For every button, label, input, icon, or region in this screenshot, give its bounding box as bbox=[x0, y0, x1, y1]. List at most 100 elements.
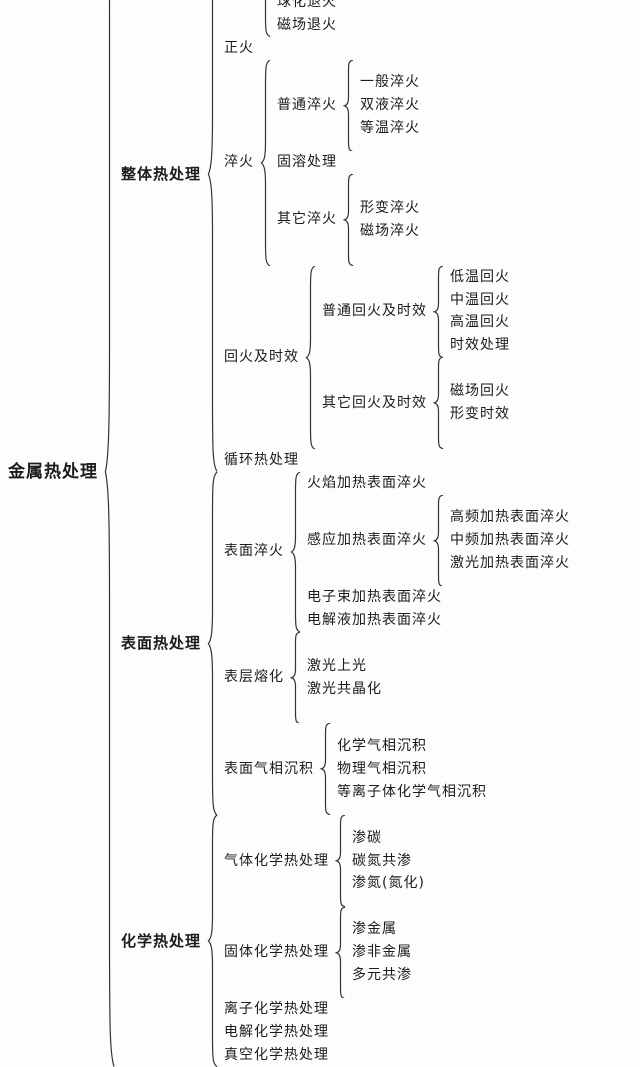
tree-node: 磁场回火 bbox=[444, 380, 516, 403]
tree-node: 表面热处理表面淬火火焰加热表面淬火感应加热表面淬火高频加热表面淬火中频加热表面淬… bbox=[115, 472, 576, 815]
node-label: 其它回火及时效 bbox=[322, 394, 428, 411]
node-label: 化学气相沉积 bbox=[337, 738, 428, 755]
node-label: 金属热处理 bbox=[8, 461, 98, 482]
node-label: 激光共晶化 bbox=[307, 680, 383, 697]
node-children: 高频加热表面淬火中频加热表面淬火激光加热表面淬火 bbox=[444, 506, 576, 574]
node-children: 火焰加热表面淬火感应加热表面淬火高频加热表面淬火中频加热表面淬火激光加热表面淬火… bbox=[301, 472, 576, 632]
tree-node: 渗碳 bbox=[346, 827, 431, 850]
node-label: 高频加热表面淬火 bbox=[450, 509, 571, 526]
tree-node: 退火再结晶退火扩散退火去应力退火石墨化退火完全退火球化退火磁场退火 bbox=[218, 0, 516, 37]
node-children: 整体热处理退火再结晶退火扩散退火去应力退火石墨化退火完全退火球化退火磁场退火正火… bbox=[115, 0, 576, 1067]
node-label: 一般淬火 bbox=[360, 74, 421, 91]
tree-node: 形变淬火 bbox=[354, 197, 426, 220]
tree-node: 双液淬火 bbox=[354, 94, 426, 117]
node-label: 真空化学热处理 bbox=[224, 1047, 330, 1064]
node-label: 物理气相沉积 bbox=[337, 760, 428, 777]
tree-node: 渗金属 bbox=[346, 918, 418, 941]
brace-icon bbox=[433, 495, 444, 587]
brace-icon bbox=[290, 472, 301, 632]
node-label: 激光上光 bbox=[307, 657, 368, 674]
node-label: 多元共渗 bbox=[352, 967, 413, 983]
node-label: 循环热处理 bbox=[224, 451, 300, 468]
tree-node: 时效处理 bbox=[444, 334, 516, 357]
node-label: 中温回火 bbox=[450, 291, 511, 308]
tree-node: 等离子体化学气相沉积 bbox=[331, 781, 493, 804]
node-label: 表层熔化 bbox=[224, 669, 285, 686]
brace-icon bbox=[104, 0, 115, 1067]
tree-node: 磁场退火 bbox=[271, 14, 358, 37]
tree-node: 中温回火 bbox=[444, 289, 516, 312]
tree-node: 感应加热表面淬火高频加热表面淬火中频加热表面淬火激光加热表面淬火 bbox=[301, 495, 576, 587]
brace-icon bbox=[260, 60, 271, 266]
node-children: 形变淬火磁场淬火 bbox=[354, 197, 426, 243]
node-children: 渗碳碳氮共渗渗氮(氮化) bbox=[346, 827, 431, 895]
node-label: 渗非金属 bbox=[352, 944, 413, 961]
brace-icon bbox=[433, 266, 444, 358]
brace-icon bbox=[207, 472, 218, 815]
node-label: 双液淬火 bbox=[360, 96, 421, 113]
tree-node: 中频加热表面淬火 bbox=[444, 529, 576, 552]
tree-node: 回火及时效 普通回火及时效 低温回火中温回火高温回火时效处理其它回火及时效磁场回火形… bbox=[218, 266, 516, 449]
tree-node: 火焰加热表面淬火 bbox=[301, 472, 576, 495]
node-label: 激光加热表面淬火 bbox=[450, 554, 571, 571]
node-label: 整体热处理 bbox=[121, 165, 202, 184]
tree-node: 其它淬火形变淬火磁场淬火 bbox=[271, 174, 426, 266]
node-label: 时效处理 bbox=[450, 337, 511, 354]
brace-icon bbox=[207, 815, 218, 1067]
tree-node: 一般淬火 bbox=[354, 71, 426, 94]
tree-node: 循环热处理 bbox=[218, 449, 516, 472]
node-label: 等温淬火 bbox=[360, 119, 421, 136]
brace-icon bbox=[320, 723, 331, 815]
tree-node: 物理气相沉积 bbox=[331, 758, 493, 781]
node-children: 磁场回火形变时效 bbox=[444, 380, 516, 426]
node-label: 低温回火 bbox=[450, 268, 511, 285]
tree-node: 普通淬火一般淬火双液淬火等温淬火 bbox=[271, 60, 426, 152]
tree-node: 低温回火 bbox=[444, 266, 516, 289]
node-children: 激光上光激光共晶化 bbox=[301, 655, 388, 701]
tree-node: 固溶处理 bbox=[271, 151, 426, 174]
node-label: 气体化学热处理 bbox=[224, 852, 330, 869]
node-children: 退火再结晶退火扩散退火去应力退火石墨化退火完全退火球化退火磁场退火正火淬火普通淬… bbox=[218, 0, 516, 472]
node-label: 碳氮共渗 bbox=[352, 852, 413, 869]
tree-node: 高温回火 bbox=[444, 311, 516, 334]
node-label: 普通回火及时效 bbox=[322, 303, 428, 320]
node-label: 电子束加热表面淬火 bbox=[307, 589, 443, 606]
brace-icon bbox=[335, 907, 346, 999]
node-label: 电解液加热表面淬火 bbox=[307, 612, 443, 629]
node-label: 固溶处理 bbox=[277, 154, 338, 171]
tree-node: 激光共晶化 bbox=[301, 678, 388, 701]
node-label: 离子化学热处理 bbox=[224, 1001, 330, 1018]
node-label: 磁场退火 bbox=[277, 16, 338, 33]
node-label: 表面气相沉积 bbox=[224, 760, 315, 777]
node-label: 等离子体化学气相沉积 bbox=[337, 783, 488, 800]
tree-node: 电解化学热处理 bbox=[218, 1021, 431, 1044]
tree-root: 金属热处理整体热处理退火再结晶退火扩散退火去应力退火石墨化退火完全退火球化退火磁… bbox=[2, 0, 576, 1067]
tree-node: 多元共渗 bbox=[346, 964, 418, 987]
node-children: 普通淬火一般淬火双液淬火等温淬火固溶处理其它淬火形变淬火磁场淬火 bbox=[271, 60, 426, 266]
brace-icon bbox=[260, 0, 271, 37]
node-label: 淬火 bbox=[224, 154, 255, 171]
node-label: 化学热处理 bbox=[121, 931, 202, 950]
tree-node: 表层熔化激光上光激光共晶化 bbox=[218, 632, 576, 724]
node-children: 气体化学热处理渗碳碳氮共渗渗氮(氮化) 固体化学热处理渗金属渗非金属多元共渗离子化… bbox=[218, 815, 431, 1067]
node-label: 磁场淬火 bbox=[360, 222, 421, 239]
tree-node: 金属热处理整体热处理退火再结晶退火扩散退火去应力退火石墨化退火完全退火球化退火磁… bbox=[2, 0, 576, 1067]
tree-node: 电子束加热表面淬火 bbox=[301, 586, 576, 609]
node-label: 表面淬火 bbox=[224, 543, 285, 560]
node-children: 渗金属渗非金属多元共渗 bbox=[346, 918, 418, 986]
node-label: 表面热处理 bbox=[121, 634, 202, 653]
brace-icon bbox=[305, 266, 316, 449]
tree-node: 离子化学热处理 bbox=[218, 998, 431, 1021]
brace-icon bbox=[207, 0, 218, 472]
tree-node: 磁场淬火 bbox=[354, 220, 426, 243]
node-label: 火焰加热表面淬火 bbox=[307, 474, 428, 491]
node-label: 固体化学热处理 bbox=[224, 944, 330, 961]
tree-node: 表面淬火火焰加热表面淬火感应加热表面淬火高频加热表面淬火中频加热表面淬火激光加热… bbox=[218, 472, 576, 632]
node-children: 一般淬火双液淬火等温淬火 bbox=[354, 71, 426, 139]
tree-node: 淬火普通淬火一般淬火双液淬火等温淬火固溶处理其它淬火形变淬火磁场淬火 bbox=[218, 60, 516, 266]
tree-node: 渗氮(氮化) bbox=[346, 872, 431, 895]
node-label: 回火及时效 bbox=[224, 348, 300, 365]
tree-node: 表面气相沉积 化学气相沉积物理气相沉积等离子体化学气相沉积 bbox=[218, 723, 576, 815]
node-label: 其它淬火 bbox=[277, 211, 338, 228]
tree-node: 真空化学热处理 bbox=[218, 1044, 431, 1067]
